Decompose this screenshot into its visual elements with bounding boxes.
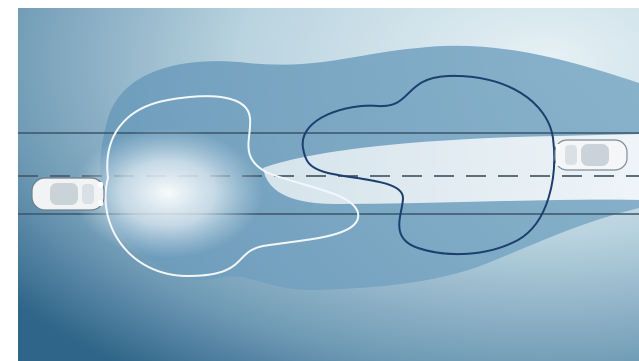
oncoming-car bbox=[555, 140, 627, 170]
headlight-diagram bbox=[18, 8, 639, 361]
diagram-canvas bbox=[18, 8, 639, 361]
ego-car bbox=[32, 178, 104, 210]
